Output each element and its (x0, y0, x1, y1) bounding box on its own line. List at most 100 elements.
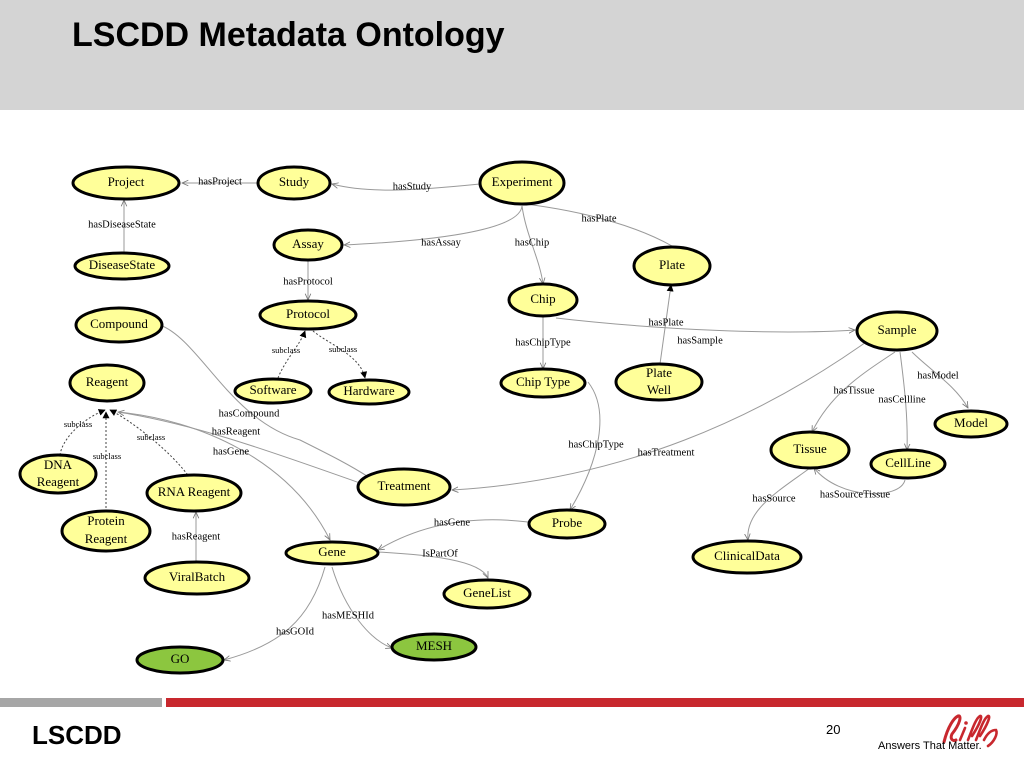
node-protein-reagent-label-2: Reagent (85, 531, 128, 546)
node-chip-type[interactable]: Chip Type (499, 367, 587, 399)
node-tissue-label: Tissue (793, 441, 827, 456)
node-go-label: GO (171, 651, 190, 666)
node-chip-label: Chip (530, 291, 555, 306)
node-gene-list[interactable]: GeneList (442, 578, 532, 610)
label-has-assay: hasAssay (421, 237, 461, 248)
node-compound[interactable]: Compound (74, 306, 164, 344)
label-has-reagent-viral: hasReagent (172, 531, 220, 542)
node-plate-well-label-2: Well (647, 382, 672, 397)
edge-has-compound (159, 324, 371, 479)
node-assay-label: Assay (292, 236, 324, 251)
node-treatment[interactable]: Treatment (356, 467, 452, 507)
node-disease-state[interactable]: DiseaseState (73, 251, 171, 281)
label-has-gene-probe: hasGene (434, 517, 470, 528)
node-protein-reagent-label-1: Protein (87, 513, 125, 528)
node-sample[interactable]: Sample (855, 310, 939, 352)
node-viral-batch[interactable]: ViralBatch (143, 560, 251, 596)
label-has-disease-state: hasDiseaseState (88, 219, 156, 230)
edge-has-go-id (224, 566, 326, 660)
node-hardware[interactable]: Hardware (327, 378, 411, 406)
label-has-chip-type-probe: hasChipType (568, 439, 624, 450)
label-subclass-protein: subclass (93, 451, 121, 461)
edge-is-part-of (377, 551, 489, 578)
edge-has-model (911, 351, 968, 408)
node-treatment-label: Treatment (378, 478, 431, 493)
edge-has-cellline (899, 351, 907, 450)
edge-has-chip (521, 205, 543, 284)
label-has-source: hasSource (752, 493, 795, 504)
node-cellline-label: CellLine (885, 455, 931, 470)
node-plate-well[interactable]: Plate Well (614, 362, 704, 402)
node-experiment-label: Experiment (492, 174, 553, 189)
label-has-compound: hasCompound (219, 408, 280, 419)
node-probe-label: Probe (552, 515, 583, 530)
label-has-mesh-id: hasMESHId (322, 610, 375, 621)
node-protocol[interactable]: Protocol (258, 299, 358, 331)
edges (59, 183, 968, 660)
node-model[interactable]: Model (933, 409, 1009, 439)
label-has-go-id: hasGOId (276, 626, 315, 637)
page-number: 20 (826, 722, 841, 737)
node-project[interactable]: Project (71, 165, 181, 201)
label-has-model: hasModel (917, 370, 958, 381)
node-cellline[interactable]: CellLine (869, 448, 947, 480)
node-plate-well-label-1: Plate (646, 365, 672, 380)
label-has-project: hasProject (198, 176, 242, 187)
tagline: Answers That Matter. (878, 740, 982, 752)
node-protein-reagent[interactable]: Protein Reagent (60, 509, 152, 553)
node-assay[interactable]: Assay (272, 228, 344, 262)
edge-has-treatment (452, 331, 881, 490)
footer-brand: LSCDD (32, 720, 122, 750)
node-study[interactable]: Study (256, 165, 332, 201)
label-has-reagent-treatment: hasReagent (212, 426, 260, 437)
label-has-study: hasStudy (393, 181, 432, 192)
label-has-treatment: hasTreatment (638, 447, 695, 458)
edge-subclass-dna (59, 409, 106, 456)
label-has-sample: hasSample (677, 335, 723, 346)
edge-has-reagent-treatment (118, 412, 361, 484)
edge-has-gene-treatment (117, 411, 330, 540)
label-subclass-rna: subclass (137, 432, 165, 442)
edge-labels: hasProject hasStudy hasPlate hasDiseaseS… (64, 176, 959, 637)
node-chip[interactable]: Chip (507, 282, 579, 318)
node-tissue[interactable]: Tissue (769, 430, 851, 470)
edge-has-source (748, 467, 811, 540)
node-dna-reagent[interactable]: DNA Reagent (18, 453, 98, 495)
footer-bar-gray (0, 698, 162, 707)
label-is-part-of: IsPartOf (422, 548, 458, 559)
edge-has-tissue (812, 351, 896, 432)
label-has-gene-treatment: hasGene (213, 446, 249, 457)
node-disease-state-label: DiseaseState (89, 257, 156, 272)
edge-has-mesh-id (331, 566, 392, 648)
edge-subclass-software (277, 330, 307, 379)
node-viral-batch-label: ViralBatch (169, 569, 226, 584)
node-probe[interactable]: Probe (527, 508, 607, 540)
node-gene-label: Gene (318, 544, 346, 559)
node-rna-reagent-label: RNA Reagent (158, 484, 231, 499)
node-plate[interactable]: Plate (632, 245, 712, 287)
footer-bar-red (166, 698, 1024, 707)
node-hardware-label: Hardware (343, 383, 394, 398)
label-has-plate-well: hasPlate (649, 317, 684, 328)
node-gene[interactable]: Gene (284, 540, 380, 566)
lilly-logo (942, 714, 998, 748)
node-compound-label: Compound (90, 316, 148, 331)
edge-has-plate-exp (524, 203, 673, 247)
edge-has-chip-type-probe (570, 381, 601, 510)
edge-has-sample (555, 317, 855, 332)
node-mesh[interactable]: MESH (390, 632, 478, 662)
node-go[interactable]: GO (135, 645, 225, 675)
edge-subclass-hardware (312, 330, 368, 379)
edge-has-plate-well (659, 284, 674, 365)
node-gene-list-label: GeneList (463, 585, 511, 600)
slide-title: LSCDD Metadata Ontology (72, 16, 505, 54)
node-rna-reagent[interactable]: RNA Reagent (145, 473, 243, 513)
node-reagent[interactable]: Reagent (68, 363, 146, 403)
node-experiment[interactable]: Experiment (478, 160, 566, 206)
label-subclass-software: subclass (272, 345, 300, 355)
node-clinical-data[interactable]: ClinicalData (691, 539, 803, 575)
edge-subclass-rna (109, 409, 191, 479)
label-has-source-tissue: hasSourceTissue (820, 489, 891, 500)
node-software[interactable]: Software (233, 377, 313, 405)
node-clinical-data-label: ClinicalData (714, 548, 780, 563)
